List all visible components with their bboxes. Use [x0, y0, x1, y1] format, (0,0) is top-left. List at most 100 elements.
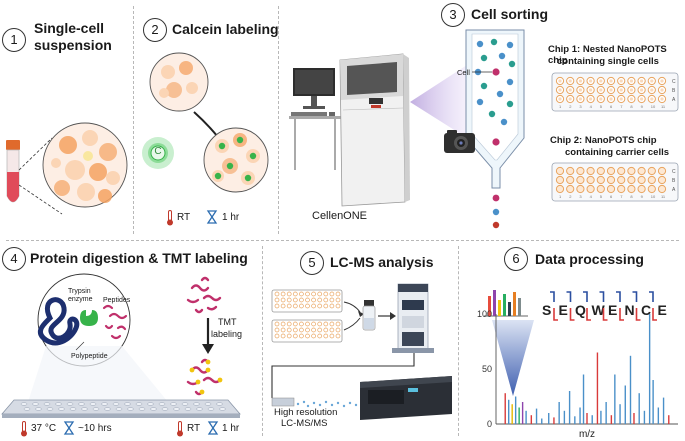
sequence-letter: S	[542, 302, 551, 318]
fragment-bracket	[583, 291, 588, 302]
ms-spectrum-chart: 100 50 0 m/z	[477, 309, 678, 440]
tube-cap	[6, 140, 20, 150]
thermometer-icon	[21, 421, 27, 437]
cellenone-instrument	[289, 53, 410, 207]
chip-col-label: 6	[610, 104, 613, 109]
panel-3-title: Cell sorting	[471, 6, 549, 22]
step-number-5: 5	[300, 251, 324, 275]
panel-6-title: Data processing	[535, 251, 644, 267]
chip-col-label: 5	[600, 194, 603, 199]
fragment-bracket	[586, 308, 591, 321]
cells	[51, 130, 120, 203]
fragment-bracket	[553, 308, 558, 321]
chip-col-label: 2	[569, 104, 572, 109]
panel-4-time1: ~10 hrs	[78, 423, 112, 434]
ms-label-line1: High resolution	[274, 407, 338, 418]
divider-top-bottom	[6, 240, 679, 241]
divider-4-5	[262, 246, 263, 436]
chip-col-label: 9	[641, 194, 644, 199]
chip-col-label: 9	[641, 104, 644, 109]
panel-4-time2: 1 hr	[222, 423, 240, 434]
chip-row-label: C	[672, 169, 676, 175]
sequence-letter: E	[559, 302, 568, 318]
camera-icon	[444, 130, 475, 153]
hourglass-icon	[206, 210, 218, 224]
polypeptide-label: Polypeptide	[71, 353, 108, 360]
hourglass-icon	[207, 421, 219, 435]
chip-col-label: 11	[661, 104, 666, 109]
y-tick-label: 100	[477, 309, 492, 319]
instrument-label: CellenONE	[312, 210, 368, 222]
chip-b-wells	[274, 321, 341, 339]
calcein-labeling-illustration	[142, 52, 269, 193]
chip-1-title-line2: containing single cells	[557, 56, 659, 67]
tube-liquid	[7, 172, 19, 202]
trypsin-label-line1: Trypsin	[68, 288, 91, 295]
spectrum-zoom-triangle	[492, 320, 534, 396]
panel-2-time: 1 hr	[222, 212, 240, 223]
fragment-bracket	[635, 308, 641, 321]
trypsin-enzyme	[80, 310, 98, 326]
chip-row-label: B	[672, 178, 676, 184]
y-tick-label: 50	[482, 364, 492, 374]
chip-col-label: 7	[620, 194, 623, 199]
trypsin-label-line2: enzyme	[68, 296, 93, 303]
fragment-bracket	[569, 308, 575, 321]
fragment-bracket	[602, 308, 608, 321]
panel-4-title: Protein digestion & TMT labeling	[30, 250, 248, 266]
peptide-fragments	[102, 304, 128, 340]
tmt-label-line2: labeling	[211, 329, 243, 339]
sorting-nozzle	[465, 29, 525, 229]
panel-2-title: Calcein labeling	[172, 21, 279, 37]
green-calcein-markers	[214, 136, 257, 182]
chip-col-label: 7	[620, 104, 623, 109]
chip-col-label: 4	[590, 194, 593, 199]
sequence-letter: N	[625, 302, 635, 318]
tmt-labeled-peptides	[186, 358, 222, 396]
sequence-letter: E	[658, 302, 667, 318]
slide-wells	[20, 402, 226, 411]
chip-col-label: 5	[600, 104, 603, 109]
fragment-bracket	[550, 291, 555, 302]
mini-spectrum-icon	[484, 290, 528, 317]
tmt-labeling-illustration	[186, 276, 223, 396]
chip-2-title-line1: Chip 2: NanoPOTS chip	[550, 135, 657, 146]
chip-col-label: 4	[590, 104, 593, 109]
divider-5-6	[458, 246, 459, 436]
sequence-letter: E	[608, 302, 617, 318]
step-number-6: 6	[504, 247, 528, 271]
unlabeled-cells-circle	[149, 52, 209, 112]
chip-col-label: 11	[661, 194, 666, 199]
cell-label: Cell	[457, 68, 470, 77]
panel-4-temp2: RT	[187, 423, 201, 434]
lcms-illustration	[271, 283, 452, 420]
sequence-letter: W	[592, 302, 606, 318]
step-number-4: 4	[2, 247, 26, 271]
chip-2-title-line2: containing carrier cells	[565, 147, 670, 158]
thermometer-icon	[167, 210, 173, 226]
chip-col-label: 1	[559, 104, 562, 109]
chip-col-label: 10	[651, 194, 656, 199]
chip-col-label: 6	[610, 194, 613, 199]
tmt-label-line1: TMT	[218, 317, 237, 327]
chip-col-label: 3	[579, 194, 582, 199]
polypeptide-shape	[37, 297, 80, 346]
panel-2-temp: RT	[177, 212, 191, 223]
chip-col-label: 1	[559, 194, 562, 199]
electrospray	[296, 400, 358, 408]
fragment-bracket	[616, 291, 621, 302]
chip-col-label: 3	[579, 104, 582, 109]
peptides-label: Peptides	[103, 297, 131, 304]
chip-col-label: 8	[630, 194, 633, 199]
step-number-1: 1	[2, 28, 26, 52]
chip-col-label: 10	[651, 104, 656, 109]
y-tick-label: 0	[487, 419, 492, 429]
chip-row-label: C	[672, 79, 676, 85]
digestion-illustration	[1, 273, 241, 418]
focus-beam	[410, 65, 467, 138]
x-axis-label: m/z	[579, 429, 595, 440]
fragment-bracket	[632, 291, 638, 302]
